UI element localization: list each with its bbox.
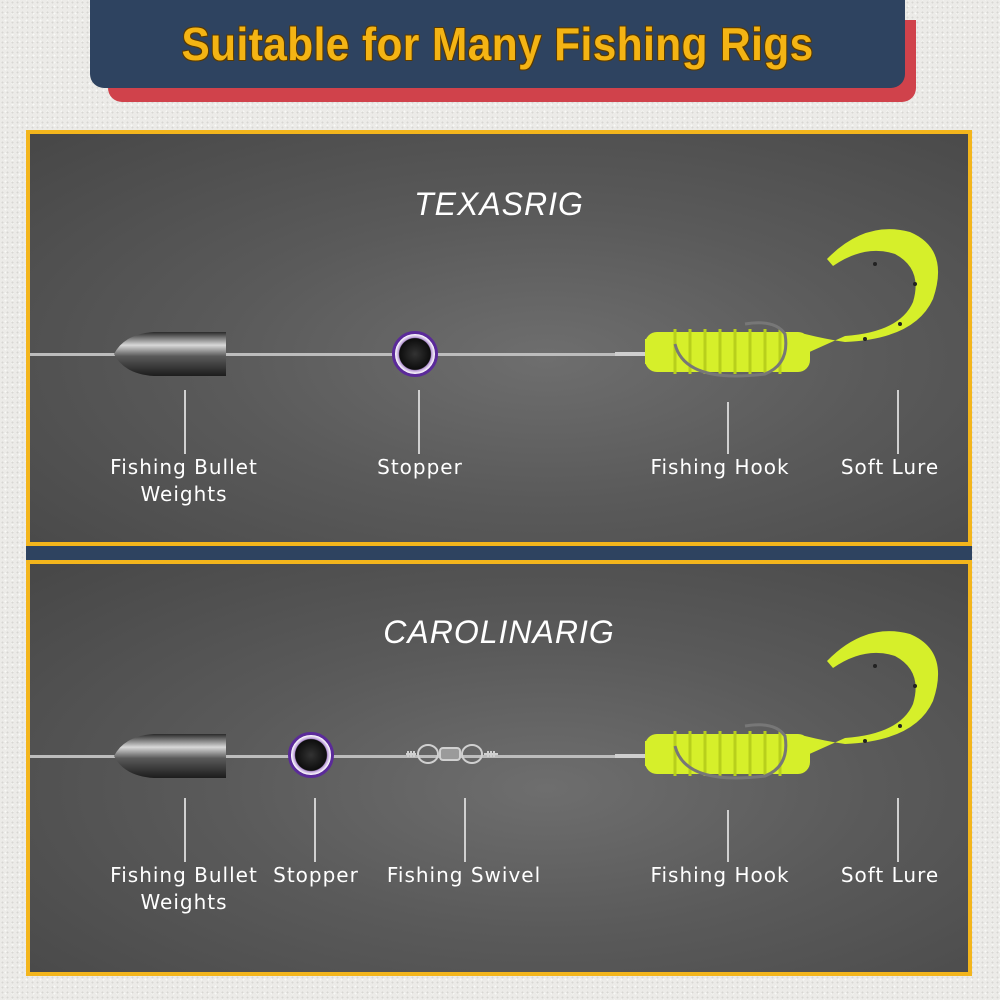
bullet-weight-icon	[114, 332, 226, 376]
title-banner: Suitable for Many Fishing Rigs	[90, 0, 905, 88]
fishing-line	[30, 353, 630, 356]
label-fishing-hook: Fishing Hook	[650, 455, 790, 479]
label-soft-lure: Soft Lure	[840, 863, 940, 887]
weight-leader-line	[184, 798, 186, 862]
stopper-leader-line	[314, 798, 316, 862]
fishing-swivel-icon	[406, 744, 498, 764]
stopper-bead-icon	[288, 732, 334, 778]
soft-lure-icon	[615, 229, 939, 378]
rig-title: TEXASRIG	[414, 186, 584, 222]
panel-divider	[26, 546, 972, 560]
label-stopper: Stopper	[377, 455, 463, 479]
lure-leader-line	[897, 390, 899, 454]
label-bullet-weights: Fishing Bullet Weights	[110, 863, 258, 914]
hook-leader-line	[727, 402, 729, 454]
page-title: Suitable for Many Fishing Rigs	[181, 18, 814, 70]
weight-leader-line	[184, 390, 186, 454]
stopper-leader-line	[418, 390, 420, 454]
lure-leader-line	[897, 798, 899, 862]
soft-lure-icon	[615, 631, 939, 780]
label-stopper: Stopper	[273, 863, 359, 887]
label-soft-lure: Soft Lure	[840, 455, 940, 479]
bullet-weight-icon	[114, 734, 226, 778]
texas-rig-panel: TEXASRIG Fishing Bullet Weights Stopper …	[26, 130, 972, 546]
label-bullet-weights: Fishing Bullet Weights	[110, 455, 258, 506]
label-fishing-swivel: Fishing Swivel	[386, 863, 542, 887]
label-fishing-hook: Fishing Hook	[650, 863, 790, 887]
swivel-leader-line	[464, 798, 466, 862]
stopper-bead-icon	[392, 331, 438, 377]
carolina-rig-panel: CAROLINARIG Fishing Bullet Weights Stopp…	[26, 560, 972, 976]
rig-title: CAROLINARIG	[383, 614, 615, 650]
hook-leader-line	[727, 810, 729, 862]
